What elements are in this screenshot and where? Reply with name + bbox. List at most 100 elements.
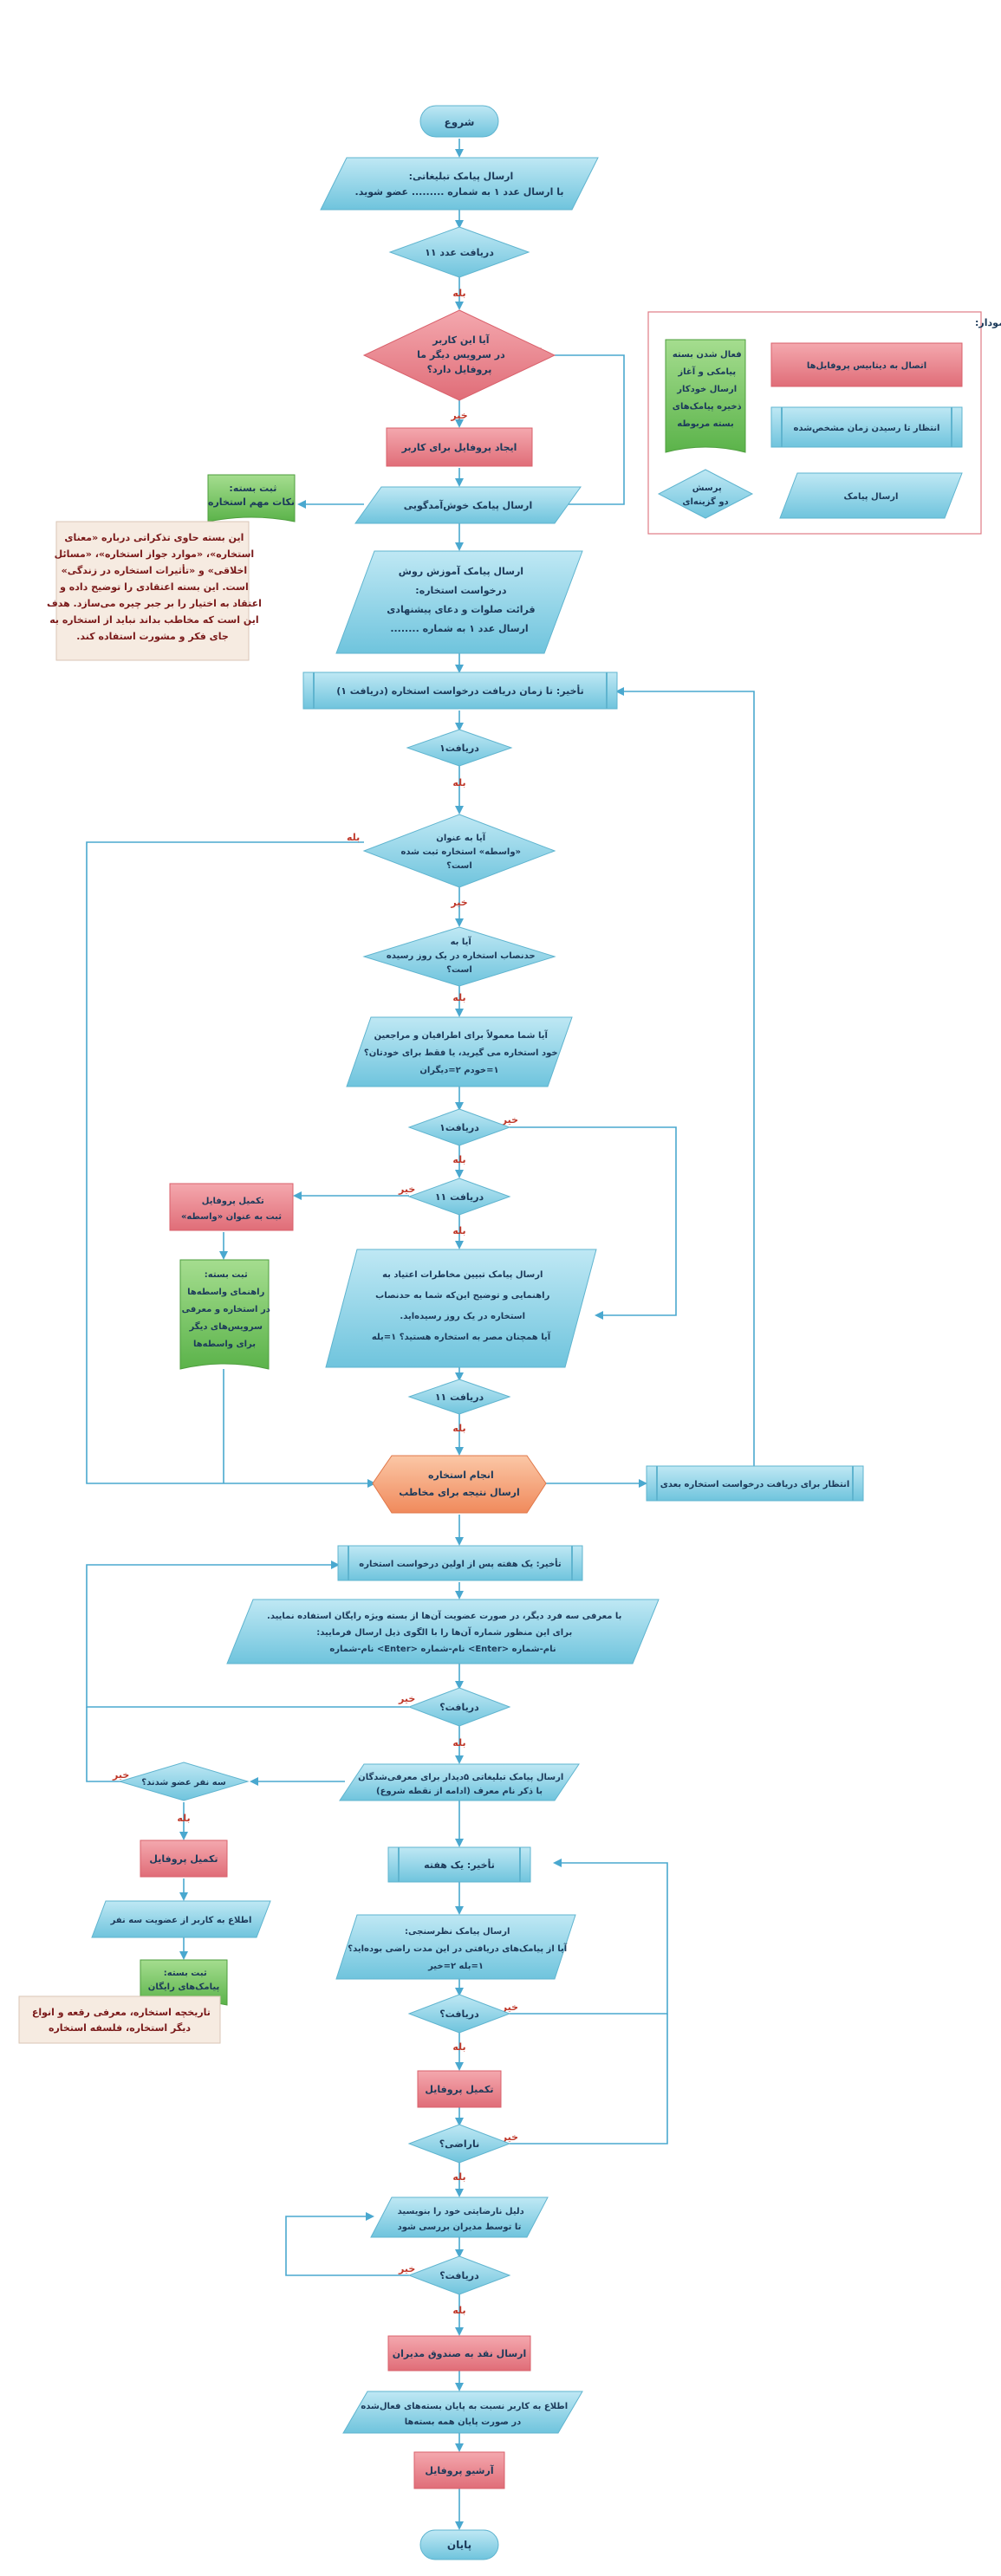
receive-11-decision [388,226,530,278]
ask-for-whom-message [346,1016,573,1087]
legend-title: راهنمای نمودار: [975,317,1001,328]
invite-three-message [226,1599,660,1664]
delay-week-after [337,1545,583,1581]
is-mediator-decision [362,814,556,888]
pkg-mediator-label: ثبت بسته: راهنمای واسطه‌ها در استخاره و … [179,1270,270,1349]
delay-until-request [302,672,618,710]
label-yes: بله [452,777,465,788]
label-no: خیر [112,1769,129,1781]
label-no: خیر [450,897,467,908]
receive1b-label: دریافت۱ [439,1122,479,1133]
complete-profile-2-label: تکمیل پروفایل [149,1853,218,1865]
edge-satisfied-no [510,2014,668,2145]
edges [86,139,755,2530]
label-yes: بله [452,992,465,1003]
send-ad-message [320,157,599,211]
complete-profile-2 [140,1840,228,1878]
legend: راهنمای نمودار: اتصال به دیتابیس پروفایل… [647,311,1001,535]
satisfied-label: ناراضی؟ [439,2138,480,2150]
is-mediator-label: آیا به عنوان «واسطه» استخاره ثبت شده است… [398,832,521,871]
receive11c-decision [407,1379,511,1415]
ask-for-whom-label: آیا شما معمولاً برای اطرافیان و مراجعین … [361,1029,557,1075]
legend-delay-shape [770,406,963,448]
tutorial-label: ارسال پیامک آموزش روش درخواست استخاره: ق… [383,565,535,634]
notify-three-message [91,1900,271,1938]
send-to-referrals-label: ارسال پیامک تبلیغاتی ۵دیدار برای معرفی‌ش… [355,1771,564,1796]
legend-pkg-text: فعال شدن بسته پیامکی و آغاز ارسال خودکار… [669,350,741,429]
legend-question-text: پرسش دو گزینه‌ای [682,483,728,507]
edge-received-no [285,2212,409,2276]
complete-profile-3-label: تکمیل پروفایل [425,2084,493,2095]
has-profile-decision [362,309,556,401]
create-profile-step [386,427,533,467]
edge-hasprofile-yes [555,354,625,509]
receive-c-decision [407,1994,511,2034]
end-label: پایان [447,2539,471,2551]
legend-pkg-shape [665,339,746,453]
label-no: خیر [501,2132,518,2143]
label-yes: بله [177,1813,190,1824]
delay-until-label: تأخیر: تا زمان دریافت درخواست استخاره (د… [336,685,584,697]
create-profile-label: ایجاد پروفایل برای کاربر [401,442,517,453]
legend-sms-shape [779,472,963,519]
daily-limit-label: آیا به حدنصاب استخاره در یک روز رسیده اس… [383,936,535,975]
receive-b2-decision [407,1687,511,1727]
explain-limit-label: ارسال پیامک تبیین مخاطرات اعتیاد به راهن… [372,1270,551,1342]
survey-label: ارسال پیامک نظرسنجی: آیا از پیامک‌های در… [345,1927,568,1971]
edge-three-no [86,1707,121,1782]
receive11c-label: دریافت ۱۱ [435,1392,484,1403]
label-yes: بله [452,1225,465,1236]
edge-receiveb2-no [86,1561,409,1708]
has-profile-label: آیا این کاربر در سرویس دیگر ما پروفایل د… [413,334,505,375]
archive-profile-label: آرشیو پروفایل [425,2464,493,2476]
free-pkg-label: ثبت بسته: پیامک‌های رایگان [148,1969,220,1992]
label-no: خیر [398,2263,415,2274]
daily-limit-decision [362,926,556,987]
three-joined-label: سه نفر عضو شدند؟ [141,1778,226,1788]
wait-next-label: انتظار برای دریافت درخواست استخاره بعدی [660,1480,850,1489]
label-yes: بله [452,2171,465,2183]
receive-c-label: دریافت؟ [439,2008,479,2020]
complete-profile-mediator-label: تکمیل پروفایل ثبت به عنوان «واسطه» [181,1197,282,1222]
label-no: خیر [398,1184,415,1195]
survey-message [335,1914,576,1980]
receive1-decision [406,729,513,767]
delay-week-label: تأخیر: یک هفته [424,1859,495,1871]
edge-wait-delay [615,687,755,1483]
label-yes: بله [452,1737,465,1749]
notify-end-message [342,2391,583,2434]
send-to-referrals-message [339,1763,580,1801]
receive11b-label: دریافت ۱۱ [435,1191,484,1203]
receive1-label: دریافت۱ [439,743,479,754]
write-reason-label: دلیل نارضایتی خود را بنویسید تا توسط مدی… [394,2207,524,2232]
welcome-message [354,486,582,524]
delay-week-after-label: تأخیر: یک هفته پس از اولین درخواست استخا… [359,1558,562,1569]
receive11b-decision [407,1178,511,1216]
three-joined-decision [118,1762,250,1801]
pkg-mediator-banner [179,1259,270,1370]
label-yes: بله [452,1154,465,1165]
pkg-tips-label: ثبت بسته: نکات مهم استخاره [208,483,295,508]
label-no: خیر [501,1114,518,1126]
wait-next-request [646,1465,864,1502]
legend-delay-text: انتظار تا رسیدن زمان مشخص‌شده [794,424,940,433]
delay-week [387,1846,531,1883]
notify-three-label: اطلاع به کاربر از عضویت سه نفر [110,1916,252,1925]
notify-end-label: اطلاع به کاربر نسبت به پایان بسته‌های فع… [358,2402,568,2427]
complete-profile-3 [417,2070,502,2108]
do-istikhara-label: انجام استخاره ارسال نتیجه برای مخاطب [399,1470,520,1498]
edge-labels: بله خیر بله بله بله خیر بله بله خیر خیر … [112,288,546,2316]
start-label: شروع [445,116,475,129]
receive-d-decision [407,2255,511,2295]
label-yes: بله [452,2041,465,2053]
free-pkg-note [18,1995,221,2044]
free-pkg-note-text: تاریخچه استخاره، معرفی رقعه و انواع دیگر… [29,2007,211,2034]
pkg-tips-note [55,521,250,661]
label-no: خیر [450,410,467,421]
send-ad-text: ارسال پیامک تبلیغاتی: با ارسال عدد ۱ به … [355,171,564,198]
edge-receive1b-no [510,1126,677,1320]
label-yes: بله [452,1423,465,1434]
end-terminal [419,2529,499,2560]
invite-three-label: با معرفی سه فرد دیگر، در صورت عضویت آن‌ه… [264,1610,622,1654]
